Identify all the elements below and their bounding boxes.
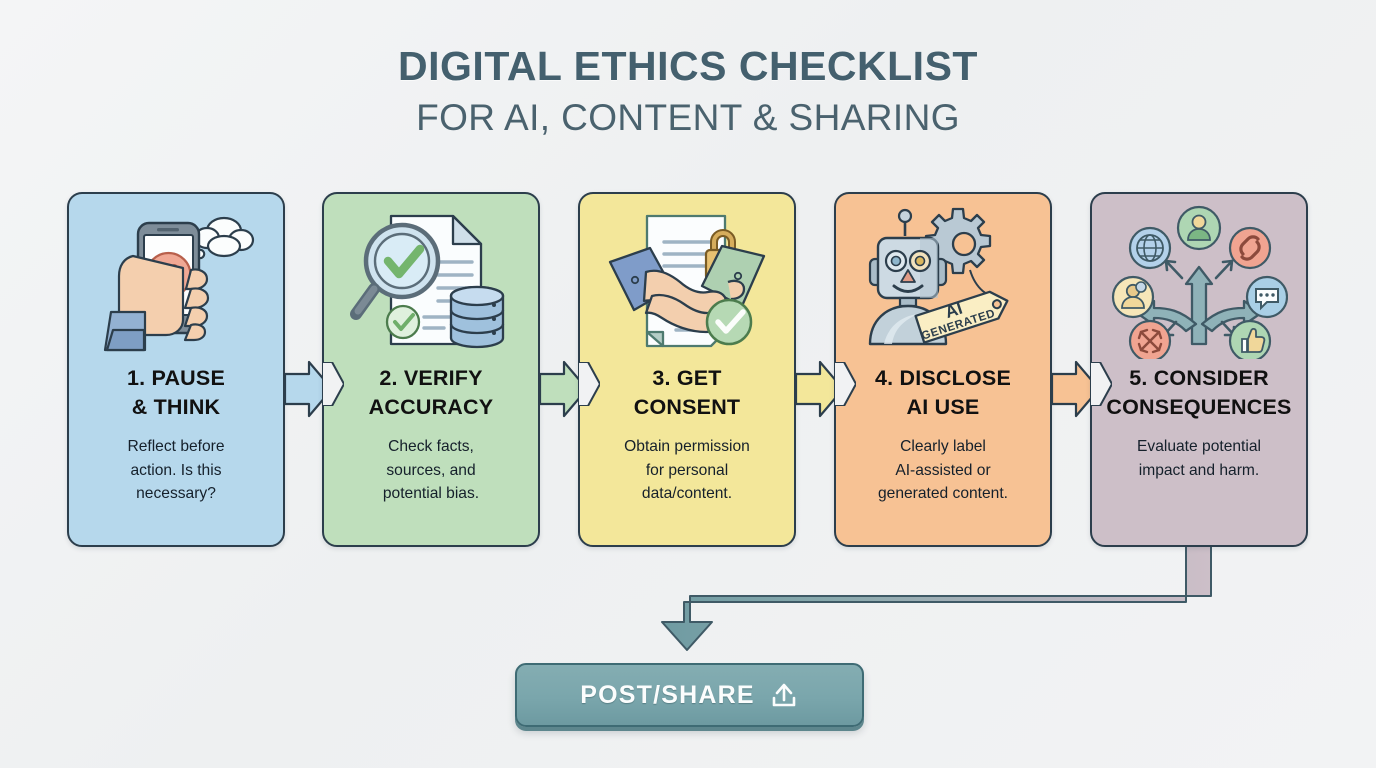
handshake-document-lock-icon <box>580 200 794 362</box>
flow-arrow-1-to-2 <box>285 360 333 418</box>
upload-share-icon <box>772 683 796 707</box>
step-heading: 2. VERIFY ACCURACY <box>368 366 494 419</box>
flow-arrow-3-to-4 <box>796 360 844 418</box>
page-title: DIGITAL ETHICS CHECKLIST FOR AI, CONTENT… <box>0 43 1376 138</box>
step-heading: 5. CONSIDER CONSEQUENCES <box>1106 366 1292 419</box>
hand-holding-phone-pause-icon <box>69 200 283 362</box>
step-heading: 3. GET CONSENT <box>633 366 741 419</box>
step-body: Evaluate potential impact and harm. <box>1137 438 1261 479</box>
step-heading: 1. PAUSE & THINK <box>127 366 225 419</box>
step-card-pause-think[interactable]: 1. PAUSE & THINK Reflect before action. … <box>67 192 285 547</box>
post-share-label: POST/SHARE <box>580 680 755 709</box>
magnifier-document-database-icon <box>324 200 538 362</box>
step-body: Obtain permission for personal data/cont… <box>624 438 750 502</box>
step-body: Reflect before action. Is this necessary… <box>127 438 225 502</box>
card-notch <box>834 362 856 406</box>
robot-ai-generated-tag-icon: AI GENERATED <box>836 200 1050 362</box>
ai-tag-line1: AI <box>943 298 965 321</box>
flow-arrow-4-to-5 <box>1052 360 1100 418</box>
flow-arrow-2-to-3 <box>540 360 588 418</box>
card-notch <box>322 362 344 406</box>
step-heading: 4. DISCLOSE AI USE <box>874 366 1011 419</box>
branching-arrows-consequences-icon <box>1092 200 1306 362</box>
post-share-button[interactable]: POST/SHARE <box>515 663 864 727</box>
title-line-1: DIGITAL ETHICS CHECKLIST <box>398 43 978 89</box>
step-card-consider-consequences[interactable]: 5. CONSIDER CONSEQUENCES Evaluate potent… <box>1090 192 1308 547</box>
step-card-get-consent[interactable]: 3. GET CONSENT Obtain permission for per… <box>578 192 796 547</box>
step-card-verify-accuracy[interactable]: 2. VERIFY ACCURACY Check facts, sources,… <box>322 192 540 547</box>
step-body: Check facts, sources, and potential bias… <box>382 438 480 502</box>
step-card-disclose-ai-use[interactable]: AI GENERATED 4. DISCLOSE AI USE Clearly … <box>834 192 1052 547</box>
card-notch <box>578 362 600 406</box>
step-body: Clearly label AI-assisted or generated c… <box>877 438 1009 502</box>
title-line-2: FOR AI, CONTENT & SHARING <box>416 97 960 138</box>
